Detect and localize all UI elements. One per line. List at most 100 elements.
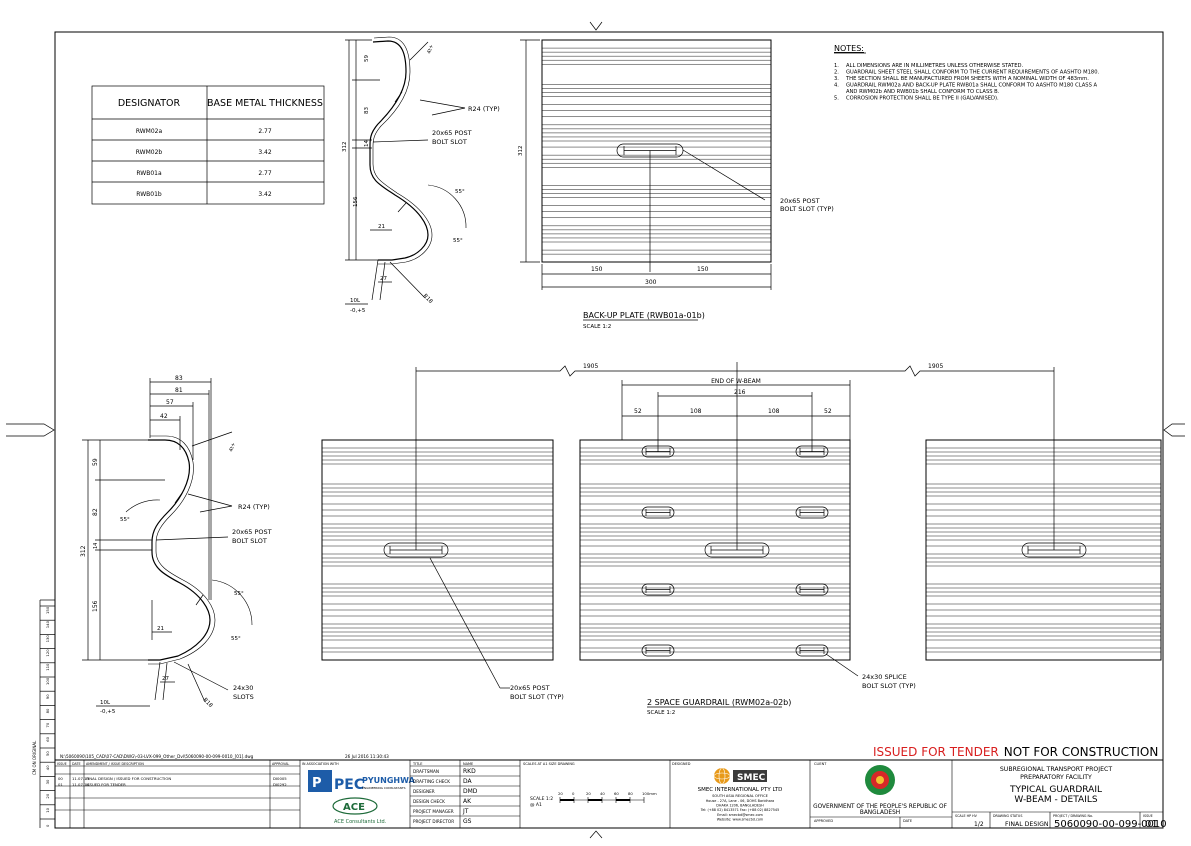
backup-plate-scale: SCALE 1:2 (583, 324, 611, 330)
r18-top: R18 (422, 293, 434, 305)
staff-title: DESIGN CHECK (413, 799, 445, 804)
thickness-cell: 2.77 (258, 170, 272, 177)
angle-bottom-3: 55° (231, 636, 241, 642)
dim-27-top: 27 (380, 276, 387, 282)
profile-line-top (369, 40, 429, 261)
staff-name: DA (463, 778, 473, 785)
bottom-issue: 01 (1145, 819, 1158, 830)
strip-tick-label: 80 (45, 708, 50, 713)
dim-10l-top: 10L (350, 298, 361, 304)
title-block: N:\5060090\105_CAD\07-CAD\DWG\-03-LVX-09… (55, 745, 1167, 830)
guardrail-scale: SCALE 1:2 (647, 710, 675, 716)
bottom-scale-value: 1/2 (974, 821, 984, 828)
slot-label-top-1: 20x65 POST (432, 129, 472, 137)
slots-label-1: 24x30 (233, 684, 253, 692)
strip-tick-label: 30 (45, 779, 50, 784)
dim-59-bottom: 59 (92, 458, 99, 466)
staff-title: PROJECT MANAGER (413, 809, 454, 814)
splice-slot-label-1: 24x30 SPLICE (862, 673, 907, 681)
dim-59-top: 59 (364, 55, 370, 62)
staff-name: GS (463, 818, 472, 825)
rev-approval: DI0292 (273, 782, 287, 787)
splice-slot (641, 506, 675, 519)
scale-bar-label: 60 (614, 791, 619, 796)
dim-81-bottom: 81 (175, 387, 183, 394)
staff-name: JT (462, 808, 469, 815)
angle-bottom-1: 55° (120, 517, 130, 523)
sheet-border (54, 31, 1164, 829)
designed-office: SOUTH ASIA REGIONAL OFFICE (712, 794, 768, 798)
pyunghwa-sub: ENGINEERING CONSULTANTS (362, 786, 406, 790)
thickness-cell: 3.42 (258, 191, 272, 198)
scale-bar-label: 80 (628, 791, 633, 796)
strip-tick-label: 70 (45, 722, 50, 727)
note-line: THE SECTION SHALL BE MANUFACTURED FROM S… (845, 76, 1089, 82)
backup-plate: 20x65 POST BOLT SLOT (TYP) 312 150 150 3… (518, 39, 834, 330)
note-line: GUARDRAIL RWM02a AND BACK-UP PLATE RWB01… (846, 83, 1098, 89)
notes-block: NOTES: 1.ALL DIMENSIONS ARE IN MILLIMETR… (834, 44, 1099, 102)
dim-1905-left: 1905 (583, 363, 598, 370)
strip-tick-label: 0 (45, 824, 50, 827)
r24-label-bottom: R24 (TYP) (238, 503, 270, 511)
strip-tick-label: 60 (45, 736, 50, 741)
note-line: ALL DIMENSIONS ARE IN MILLIMETRES UNLESS… (846, 63, 1023, 69)
ace-logo: ACE (332, 797, 378, 815)
dim-4t-top: 4t+ (426, 44, 435, 55)
dim-4t-bottom: 4t+ (228, 442, 237, 453)
staff-name: AK (463, 798, 472, 805)
pec-logo: P (308, 770, 332, 792)
dim-14-bottom: 14 (93, 543, 99, 549)
bottom-issue-label: ISSUE (1143, 814, 1153, 818)
designed-address-line: House - 27A, Lane - 06, DOHS Baridhara (706, 799, 775, 803)
notes-title: NOTES: (834, 44, 864, 53)
smec-globe-icon (713, 767, 731, 785)
bottom-status-label: DRAWING STATUS (993, 814, 1022, 818)
rev-date: 11.07.13 (72, 776, 89, 781)
angle-top-2: 55° (453, 238, 463, 244)
thickness-cell: 3.42 (258, 149, 272, 156)
guardrail-elevation: 1905 1905 END OF W-BEAM 216 52 108 108 5… (321, 362, 1162, 716)
drawing-title-2: W-BEAM - DETAILS (1014, 795, 1097, 805)
designed-address-line: Tel: (+88 02) 8413571 Fax: (+88 02) 8827… (700, 808, 780, 812)
note-number: 2. (834, 70, 839, 76)
slot-label-bottom-1: 20x65 POST (232, 528, 272, 536)
dim-14-top: 14 (364, 140, 370, 147)
dim-52-left: 52 (634, 408, 642, 415)
project-title-1: SUBREGIONAL TRANSPORT PROJECT (1000, 766, 1112, 773)
designed-address-line: Email: smecbd@smec.com (717, 813, 763, 817)
splice-slot (641, 583, 675, 596)
ace-sub: ACE Consultants Ltd. (334, 819, 387, 825)
file-path: N:\5060090\105_CAD\07-CAD\DWG\-03-LVX-09… (60, 754, 254, 759)
side-strip-label: CM ON ORIGINAL (32, 740, 37, 775)
bottom-number: 5060090-00-099-0010 (1054, 819, 1167, 830)
end-of-w-beam: END OF W-BEAM (711, 378, 761, 385)
dim-82-bottom: 82 (92, 508, 99, 516)
guardrail-panel-left (321, 439, 554, 661)
table-header-thickness: BASE METAL THICKNESS (207, 98, 323, 109)
strip-tick-label: 90 (45, 694, 50, 699)
angle-bottom-2: 55° (234, 591, 244, 597)
centre-mark-bottom (589, 830, 603, 839)
dim-27-bottom: 27 (162, 676, 169, 682)
section-profile-bottom: 83 81 57 42 59 82 14 312 156 4t+ R24 (TY… (80, 375, 272, 715)
staff-header-title: TITLE (412, 762, 422, 766)
backup-dim-150a: 150 (591, 266, 603, 273)
strip-tick-label: 120 (45, 649, 50, 657)
rev-header-desc: AMENDMENT / ISSUE DESCRIPTION (86, 762, 144, 766)
strip-tick-label: 40 (45, 765, 50, 770)
guardrail-panel-right (925, 439, 1162, 661)
splice-slot (795, 506, 829, 519)
dim-10l-bottom: 10L (100, 700, 111, 706)
dim-tol-top: -0,+5 (350, 308, 366, 314)
scale-bar-label: 20 (586, 791, 591, 796)
bangladesh-emblem-icon (865, 765, 895, 795)
client-label: CLIENT (814, 762, 827, 766)
r18-bottom: R18 (202, 697, 214, 709)
table-header-designator: DESIGNATOR (118, 98, 181, 109)
dim-52-right: 52 (824, 408, 832, 415)
splice-slot (641, 644, 675, 657)
post-slot-label-1: 20x65 POST (510, 684, 550, 692)
